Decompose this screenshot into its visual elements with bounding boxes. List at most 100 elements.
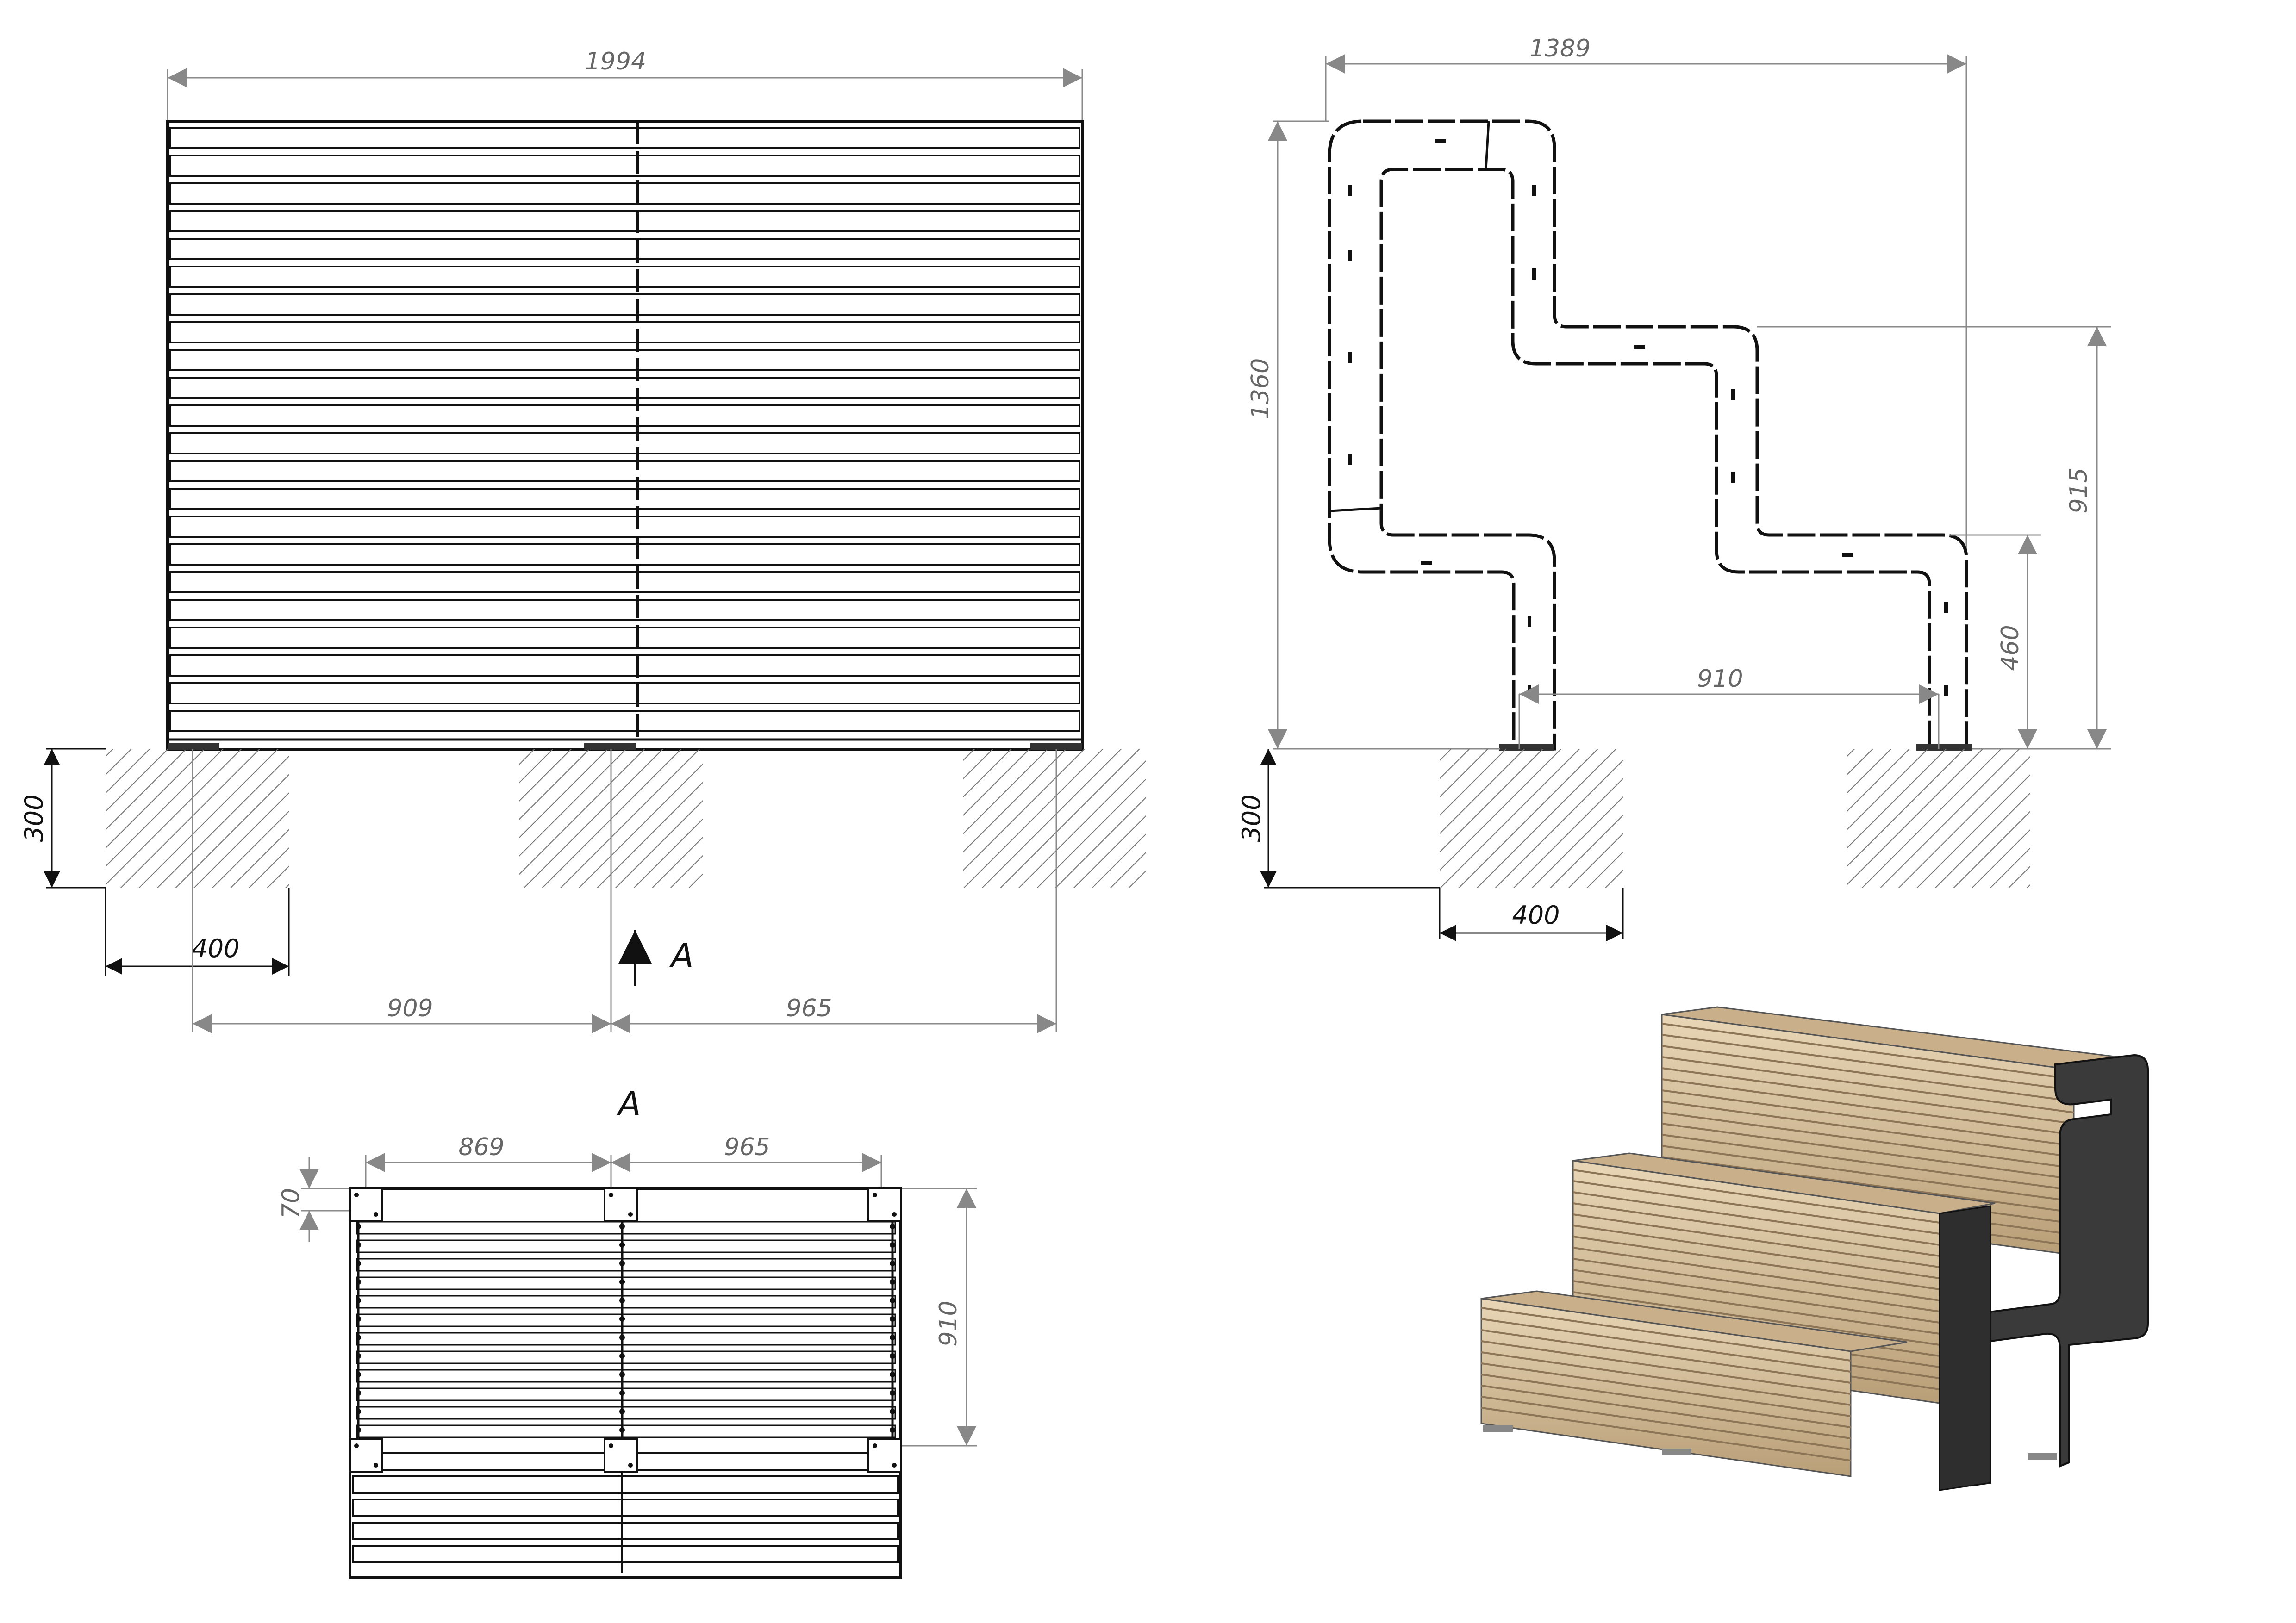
plan-slat [356, 1350, 896, 1364]
section-a-plate-label: 70 [277, 1188, 305, 1219]
frame-slot [1731, 472, 1735, 483]
iso-slat-gap [1661, 1156, 2074, 1213]
iso-slat-gap [1661, 1023, 2074, 1080]
section-a-title: A [616, 1084, 641, 1123]
iso-slat-gap [1572, 1280, 1940, 1335]
section-a-depth-label: 910 [935, 1300, 962, 1346]
section-arrow-a: A [618, 930, 694, 986]
iso-slat-gap [1481, 1362, 1851, 1417]
side-view: 1389 1360 915 460 [1237, 35, 2111, 941]
plate-bolt [892, 1212, 897, 1217]
front-width-dimension: 1994 [167, 48, 1083, 125]
plate-bolt [354, 1193, 359, 1197]
plate-bolt [873, 1193, 877, 1197]
foundation-block [963, 749, 1146, 888]
side-height-dimension: 1360 [1247, 120, 1500, 750]
iso-slat-gap [1661, 1034, 2074, 1091]
front-slat [169, 710, 1080, 732]
plan-slat [352, 1475, 899, 1494]
frame-slot [1532, 268, 1536, 280]
plate-bolt [609, 1193, 613, 1197]
front-slat [169, 682, 1080, 704]
front-view: 1994 300 400 [19, 48, 1146, 1033]
front-slat [169, 571, 1080, 593]
front-slat [169, 293, 1080, 316]
front-slat [169, 654, 1080, 677]
plan-slat [356, 1239, 896, 1253]
iso-bottom-slats [1481, 1307, 1851, 1461]
iso-slat-gap [1481, 1329, 1851, 1384]
plate-bolt [628, 1212, 633, 1217]
frame-slot [1634, 345, 1645, 349]
plan-slat [356, 1276, 896, 1290]
iso-slat-gap [1572, 1180, 1940, 1235]
section-a-view: A 869 965 70 910 [277, 1084, 977, 1579]
plate-bolt [374, 1212, 378, 1217]
side-depth-label: 1389 [1529, 35, 1591, 62]
section-a-right-label: 965 [724, 1133, 770, 1161]
frame-slot [1528, 616, 1531, 627]
frame-slot [1842, 553, 1853, 557]
side-foundation-width-label: 400 [1512, 901, 1560, 930]
front-span-dimensions: 909 965 [192, 749, 1057, 1033]
frame-slot [1348, 185, 1352, 196]
plate-bolt [628, 1463, 633, 1468]
plan-slat [352, 1522, 899, 1540]
frame-slot [1348, 454, 1352, 465]
side-leg-spacing-label: 910 [1697, 665, 1743, 693]
front-foundation-width-dimension: 400 [105, 888, 290, 976]
front-slat [169, 266, 1080, 288]
iso-slat-gap [1661, 1101, 2074, 1158]
iso-slat-gap [1661, 1056, 2074, 1113]
iso-slat-gap [1572, 1269, 1940, 1324]
plan-slats [352, 1221, 899, 1573]
plan-slat [356, 1295, 896, 1309]
foundation-block [1440, 749, 1623, 888]
front-slat [169, 516, 1080, 538]
section-a-plate-dimension: 70 [277, 1157, 352, 1242]
frame-slot [1944, 602, 1948, 613]
iso-slat-gap [1481, 1318, 1851, 1373]
frame-slot [1731, 389, 1735, 400]
iso-slat-gap [1572, 1213, 1940, 1268]
frame-slot [1348, 250, 1352, 261]
side-leg-spacing-dimension: 910 [1518, 665, 1940, 749]
side-height-label: 1360 [1247, 358, 1274, 419]
plate-bolt [374, 1463, 378, 1468]
iso-slat-gap [1572, 1202, 1940, 1257]
front-foundation-height-dimension: 300 [19, 748, 106, 889]
frame-slots [1348, 139, 1948, 696]
base-plate [1030, 743, 1082, 750]
front-foundations [106, 743, 1146, 888]
steel-side-frame [1328, 119, 1972, 751]
base-plate [168, 743, 219, 750]
iso-slat-gap [1572, 1191, 1940, 1246]
front-left-span-label: 909 [387, 995, 433, 1022]
plate-bolt [873, 1443, 877, 1448]
plan-slat [356, 1387, 896, 1401]
plan-slat [356, 1369, 896, 1383]
iso-slat-gap [1661, 1112, 2074, 1169]
side-low-step-dimension: 460 [1949, 534, 2041, 749]
iso-slat-gap [1481, 1307, 1851, 1362]
section-a-plan [349, 1187, 902, 1579]
front-slats [169, 127, 1080, 732]
front-slat [169, 488, 1080, 510]
side-foundations: 300 400 [1237, 749, 2030, 941]
iso-slat-gap [1572, 1258, 1940, 1312]
plan-slat [356, 1221, 896, 1235]
front-slat [169, 349, 1080, 371]
section-marker-label: A [669, 936, 693, 975]
front-width-label: 1994 [585, 48, 646, 75]
iso-slat-gap [1481, 1374, 1851, 1428]
iso-slat-gap [1481, 1340, 1851, 1395]
side-mid-step-dimension: 915 [1757, 326, 2111, 750]
front-slat [169, 210, 1080, 232]
foundation-block [1847, 749, 2030, 888]
section-a-depth-dimension: 910 [898, 1188, 977, 1447]
iso-slat-gap [1661, 1123, 2074, 1180]
frame-slot [1421, 561, 1432, 565]
isometric-view [1480, 1006, 2149, 1491]
plan-base-plates [349, 1188, 902, 1473]
plan-slat [356, 1424, 896, 1438]
